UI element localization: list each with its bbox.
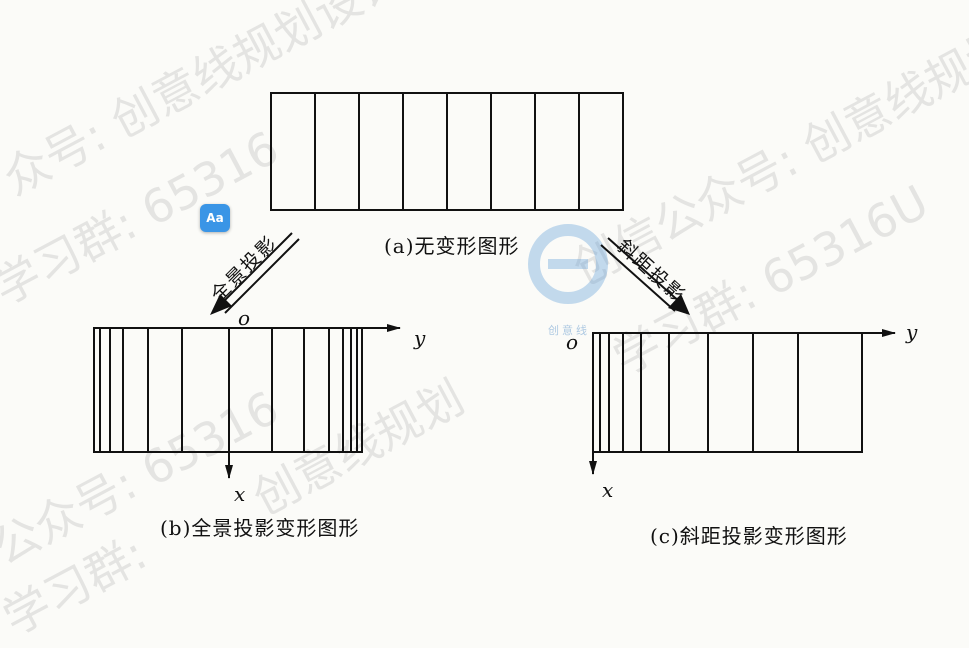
slant-range-projection-arrow <box>600 237 690 315</box>
text-style-badge[interactable]: Aa <box>200 204 230 232</box>
panel-b-origin-label: o <box>238 306 251 330</box>
undistorted-figure <box>270 92 624 211</box>
logo-text: 创意线 <box>548 324 590 337</box>
panel-c-frame <box>592 332 863 453</box>
caption-slant-range: (c)斜距投影变形图形 <box>650 524 848 548</box>
panoramic-projection-figure <box>93 324 401 479</box>
caption-panoramic: (b)全景投影变形图形 <box>160 516 360 540</box>
panel-b-x-label: x <box>234 482 246 506</box>
slant-range-projection-figure <box>589 329 896 475</box>
panel-c-x-label: x <box>602 478 614 502</box>
panel-c-origin-label: o <box>566 330 579 354</box>
panoramic-projection-arrow <box>210 232 300 315</box>
projection-diagram <box>93 92 896 479</box>
panel-c-y-label: y <box>906 320 918 344</box>
caption-undistorted: (a)无变形图形 <box>384 234 520 258</box>
panel-b-y-label: y <box>414 326 426 350</box>
